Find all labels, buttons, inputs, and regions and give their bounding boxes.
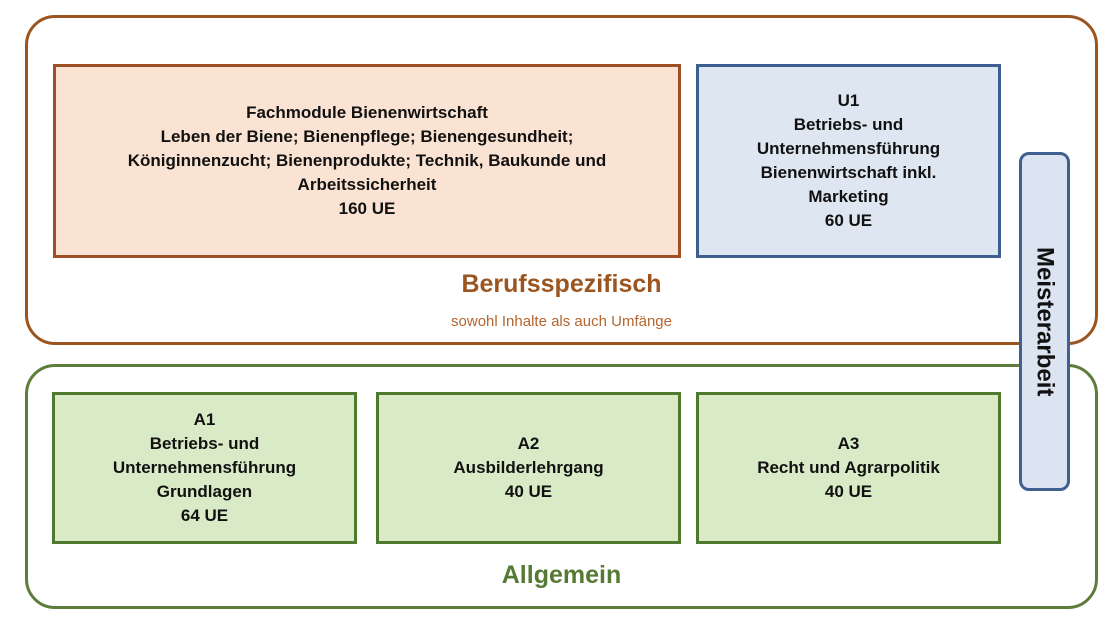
berufsspezifisch-title: Berufsspezifisch	[461, 270, 662, 298]
allgemein-title: Allgemein	[501, 561, 622, 589]
u1-line-2: Unternehmensführung	[756, 139, 941, 158]
a3-box: A3 Recht und Agrarpolitik 40 UE	[696, 392, 1001, 544]
a1-line-2: Unternehmensführung	[112, 458, 297, 477]
a2-line-1: Ausbilderlehrgang	[453, 458, 604, 477]
a3-code: A3	[837, 434, 860, 453]
a1-code: A1	[193, 410, 216, 429]
u1-line-3: Bienenwirtschaft inkl.	[760, 163, 937, 182]
fachmodule-line-3: Arbeitssicherheit	[297, 175, 437, 194]
u1-box: U1 Betriebs- und Unternehmensführung Bie…	[696, 64, 1001, 258]
a3-line-1: Recht und Agrarpolitik	[757, 458, 940, 477]
fachmodule-line-1: Leben der Biene; Bienenpflege; Bienenges…	[160, 127, 574, 146]
berufsspezifisch-subtitle: sowohl Inhalte als auch Umfänge	[451, 313, 672, 330]
a1-hours: 64 UE	[180, 506, 229, 525]
u1-line-4: Marketing	[808, 187, 889, 206]
fachmodule-title: Fachmodule Bienenwirtschaft	[246, 103, 488, 122]
meisterarbeit-box: Meisterarbeit	[1019, 152, 1070, 491]
u1-code: U1	[837, 91, 860, 110]
fachmodule-line-2: Königinnenzucht; Bienenprodukte; Technik…	[127, 151, 607, 170]
a2-box: A2 Ausbilderlehrgang 40 UE	[376, 392, 681, 544]
meisterarbeit-label: Meisterarbeit	[1031, 246, 1059, 397]
a1-line-3: Grundlagen	[156, 482, 253, 501]
a2-hours: 40 UE	[504, 482, 553, 501]
a3-hours: 40 UE	[824, 482, 873, 501]
a1-line-1: Betriebs- und	[149, 434, 260, 453]
fachmodule-hours: 160 UE	[338, 199, 396, 218]
u1-hours: 60 UE	[824, 211, 873, 230]
a2-code: A2	[517, 434, 540, 453]
u1-line-1: Betriebs- und	[793, 115, 904, 134]
fachmodule-box: Fachmodule Bienenwirtschaft Leben der Bi…	[53, 64, 681, 258]
a1-box: A1 Betriebs- und Unternehmensführung Gru…	[52, 392, 357, 544]
